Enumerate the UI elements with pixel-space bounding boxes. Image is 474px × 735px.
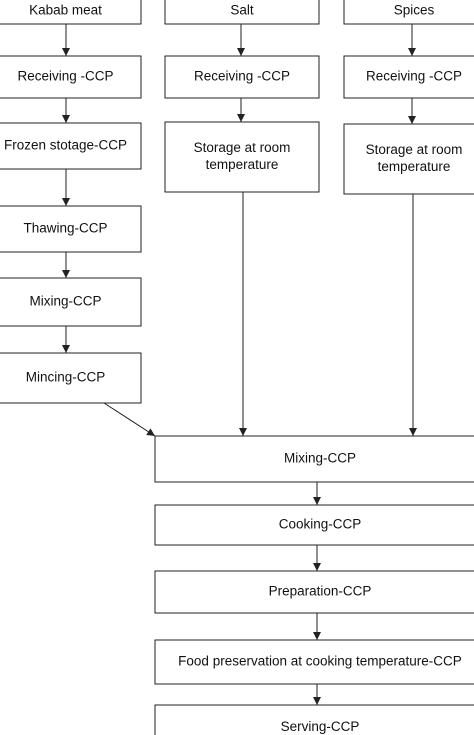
node-label: Storage at room — [366, 142, 463, 157]
node-box — [343, 123, 474, 195]
node-label: Kabab meat — [29, 3, 102, 18]
node-storage-salt: Storage at room temperature — [164, 121, 320, 193]
node-label: Food preservation at cooking temperature… — [178, 654, 462, 669]
node-box — [0, 0, 142, 25]
node-spices: Spices — [343, 0, 474, 25]
node-box — [343, 0, 474, 25]
node-box — [154, 435, 474, 483]
node-preservation: Food preservation at cooking temperature… — [154, 639, 474, 685]
node-label: Receiving -CCP — [366, 69, 462, 84]
node-box — [164, 121, 320, 193]
node-recv3: Receiving -CCP — [343, 55, 474, 99]
node-mincing: Mincing-CCP — [0, 352, 142, 404]
node-label: Mincing-CCP — [26, 370, 106, 385]
node-label: Thawing-CCP — [23, 221, 107, 236]
node-box — [0, 277, 142, 327]
node-label: Preparation-CCP — [269, 584, 372, 599]
node-box — [343, 55, 474, 99]
node-box — [0, 352, 142, 404]
node-box — [154, 504, 474, 546]
edges-layer — [62, 24, 417, 705]
node-box — [0, 205, 142, 253]
node-box — [0, 122, 142, 170]
node-cooking: Cooking-CCP — [154, 504, 474, 546]
node-box — [154, 639, 474, 685]
node-label: Serving-CCP — [281, 719, 360, 734]
node-box — [154, 704, 474, 735]
node-serving: Serving-CCP — [154, 704, 474, 735]
node-mixing1: Mixing-CCP — [0, 277, 142, 327]
node-mixing2: Mixing-CCP — [154, 435, 474, 483]
node-recv1: Receiving -CCP — [0, 55, 142, 99]
node-frozen: Frozen stotage-CCP — [0, 122, 142, 170]
node-storage-spices: Storage at room temperature — [343, 123, 474, 195]
node-box — [154, 570, 474, 614]
node-label: Receiving -CCP — [194, 69, 290, 84]
node-box — [164, 0, 320, 25]
node-preparation: Preparation-CCP — [154, 570, 474, 614]
node-kabab-meat: Kabab meat — [0, 0, 142, 25]
node-label: Receiving -CCP — [17, 69, 113, 84]
node-box — [0, 55, 142, 99]
node-label: temperature — [378, 159, 451, 174]
node-label: Mixing-CCP — [29, 294, 101, 309]
node-label: Mixing-CCP — [284, 451, 356, 466]
node-box — [164, 55, 320, 99]
node-label: Cooking-CCP — [279, 517, 362, 532]
node-label: Spices — [394, 3, 435, 18]
node-label: Storage at room — [194, 140, 291, 155]
node-recv2: Receiving -CCP — [164, 55, 320, 99]
node-label: temperature — [206, 157, 279, 172]
node-label: Salt — [230, 3, 254, 18]
node-thawing: Thawing-CCP — [0, 205, 142, 253]
node-label: Frozen stotage-CCP — [4, 138, 127, 153]
edge-mincing-to-mixing2 — [103, 402, 156, 437]
node-salt: Salt — [164, 0, 320, 25]
